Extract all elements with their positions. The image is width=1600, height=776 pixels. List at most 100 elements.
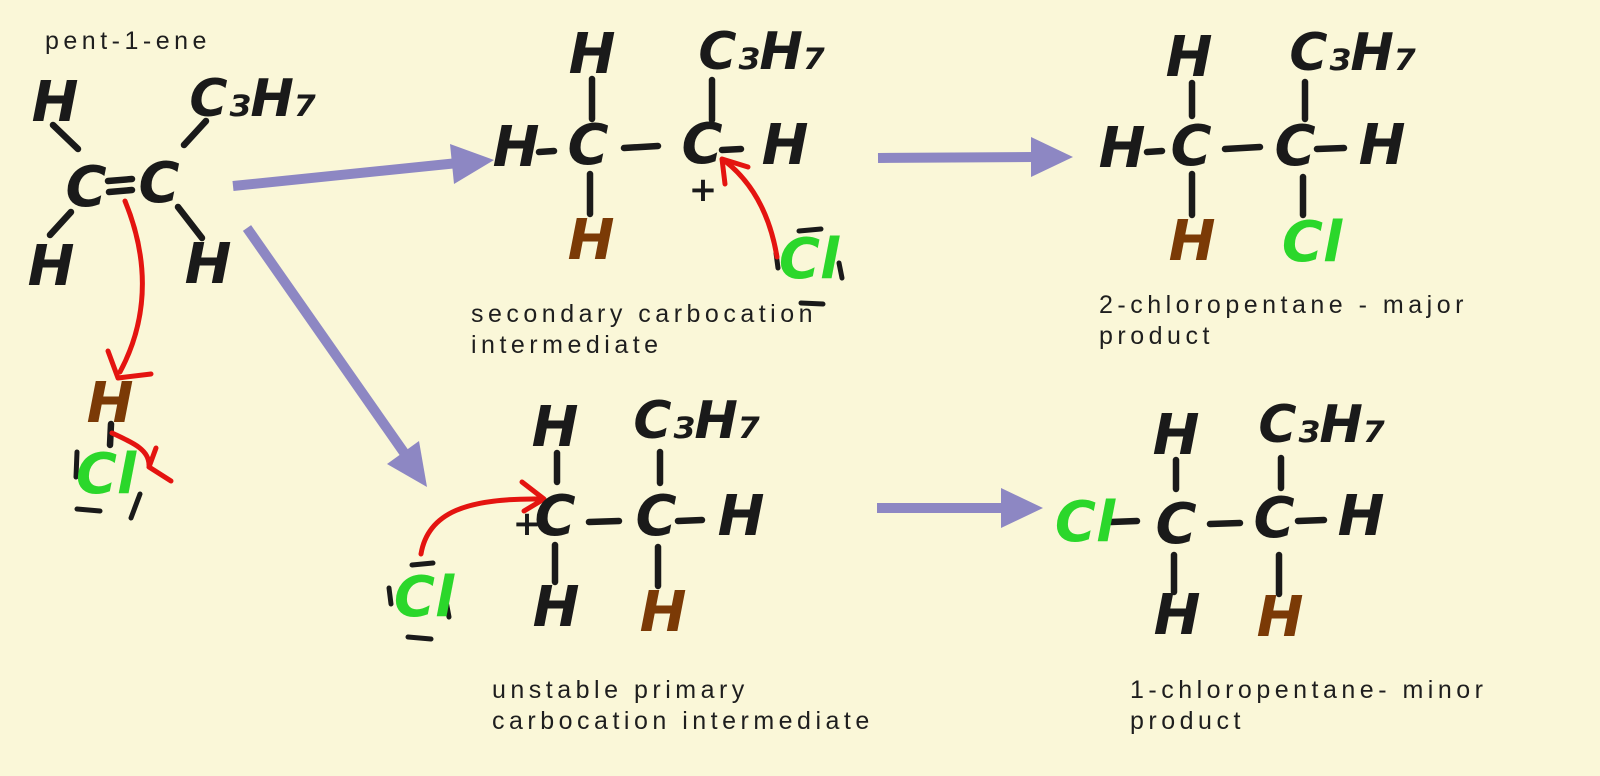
atom-carbon: C xyxy=(1253,486,1295,551)
propyl-group-label: C₃H₇ xyxy=(698,22,826,82)
atom-hydrogen: H xyxy=(1165,25,1213,90)
secondary-intermediate-bonds xyxy=(535,75,745,218)
bond-line xyxy=(1143,147,1166,156)
secondary-cl-lone-pairs xyxy=(773,226,845,307)
atom-hydrogen: H xyxy=(532,575,580,640)
atom-hydrogen: H xyxy=(184,232,232,297)
atom-carbon: C xyxy=(635,484,677,549)
double-bond-line xyxy=(104,175,136,185)
lone-pair-tick xyxy=(74,506,103,514)
curved-arrow xyxy=(117,198,145,375)
arrowhead xyxy=(719,156,751,187)
bond-line xyxy=(1313,144,1348,153)
caption-primary-intermediate: unstable primary carbocation intermediat… xyxy=(492,675,874,737)
atom-hydrogen: H xyxy=(1337,484,1385,549)
lone-pair-tick xyxy=(128,491,143,521)
atom-carbon: C xyxy=(1170,114,1212,179)
lone-pair-tick xyxy=(796,226,824,234)
atom-carbon: C xyxy=(534,484,576,549)
atom-chloride-ion: Cl xyxy=(393,565,455,630)
atom-hydrogen: H xyxy=(1098,116,1146,181)
bond-line xyxy=(46,208,75,239)
arrow-shaft xyxy=(232,158,459,191)
caption-line: product xyxy=(1099,322,1214,350)
atom-carbon: C xyxy=(1155,492,1197,557)
atom-carbon: C xyxy=(65,155,107,220)
arrowhead xyxy=(450,144,494,184)
primary-cl-lone-pairs xyxy=(386,560,452,642)
bond-line xyxy=(174,203,206,242)
atom-hydrogen: H xyxy=(717,484,765,549)
atom-carbon: C xyxy=(138,151,180,216)
lone-pair-tick xyxy=(798,300,826,307)
atom-hydrogen-added: H xyxy=(1256,585,1304,650)
positive-charge: + xyxy=(512,504,542,544)
atom-hydrogen: H xyxy=(31,70,79,135)
atom-hydrogen: H xyxy=(27,234,75,299)
atom-hydrogen: H xyxy=(568,22,616,87)
propyl-group-label: C₃H₇ xyxy=(633,391,761,451)
atom-hydrogen: H xyxy=(1358,113,1406,178)
lone-pair-tick xyxy=(386,585,394,607)
atom-chlorine: Cl xyxy=(1054,490,1116,555)
curved-arrow xyxy=(418,496,543,557)
bond-line xyxy=(1221,143,1264,153)
atom-chlorine: Cl xyxy=(75,442,137,507)
bond-line xyxy=(620,142,662,152)
reaction-arrow-to-primary xyxy=(242,225,427,487)
reactant-cl-lone-pairs xyxy=(73,449,143,521)
lone-pair-tick xyxy=(836,260,845,281)
caption-line: carbocation intermediate xyxy=(492,707,874,735)
major-product-bonds xyxy=(1143,78,1348,219)
caption-secondary-intermediate: secondary carbocation intermediate xyxy=(471,299,817,361)
arrowhead xyxy=(1001,488,1043,528)
lone-pair-tick xyxy=(73,449,80,480)
atom-hydrogen-added: H xyxy=(567,208,615,273)
atom-hydrogen: H xyxy=(1153,583,1201,648)
reaction-arrow-secondary-to-major xyxy=(877,137,1073,177)
bond-line xyxy=(674,516,706,525)
atom-hydrogen: H xyxy=(1152,403,1200,468)
atom-hydrogen: H xyxy=(761,113,809,178)
atom-chlorine: Cl xyxy=(1281,210,1343,275)
bond-line xyxy=(180,117,210,149)
propyl-group-label: C₃H₇ xyxy=(1289,23,1417,83)
bond-line xyxy=(718,145,745,154)
minor-product-bonds xyxy=(1107,454,1328,598)
propyl-group-label: C₃H₇ xyxy=(1258,395,1386,455)
arrow-shaft xyxy=(877,152,1034,163)
bond-line xyxy=(1206,519,1244,528)
arrow-shaft xyxy=(242,225,410,457)
bond-line xyxy=(1107,517,1141,526)
bond-line xyxy=(49,121,82,153)
atom-hydrogen: H xyxy=(492,115,540,180)
mechanism-arrow-cl-attack-primary xyxy=(418,479,547,557)
atom-carbon: C xyxy=(681,112,723,177)
reactant-title: pent-1-ene xyxy=(45,27,211,55)
mechanism-arrow-protonation xyxy=(105,198,154,381)
arrowhead xyxy=(387,441,427,487)
reaction-arrow-primary-to-minor xyxy=(877,488,1043,528)
arrowhead xyxy=(105,348,154,381)
caption-line: 2-chloropentane - major xyxy=(1099,291,1468,319)
arrowhead xyxy=(519,479,547,514)
caption-line: secondary carbocation xyxy=(471,300,818,328)
caption-line: intermediate xyxy=(471,331,663,359)
arrowhead xyxy=(1031,137,1073,177)
atom-carbon: C xyxy=(567,113,609,178)
atom-hydrogen-added: H xyxy=(639,580,687,645)
arrowhead xyxy=(146,445,174,484)
caption-minor-product: 1-chloropentane- minor product xyxy=(1130,675,1487,737)
caption-line: product xyxy=(1130,707,1245,735)
mechanism-arrow-cl-attack-secondary xyxy=(719,156,780,260)
bond-line xyxy=(1294,516,1328,525)
lone-pair-tick xyxy=(409,560,436,568)
caption-major-product: 2-chloropentane - major product xyxy=(1099,290,1468,352)
mechanism-arrow-hcl-cleavage xyxy=(109,430,174,484)
bond-line xyxy=(535,147,558,156)
reactant-molecule-bonds xyxy=(46,117,210,242)
atom-hydrogen: H xyxy=(531,395,579,460)
positive-charge: + xyxy=(688,170,718,210)
atom-carbon: C xyxy=(1274,114,1316,179)
